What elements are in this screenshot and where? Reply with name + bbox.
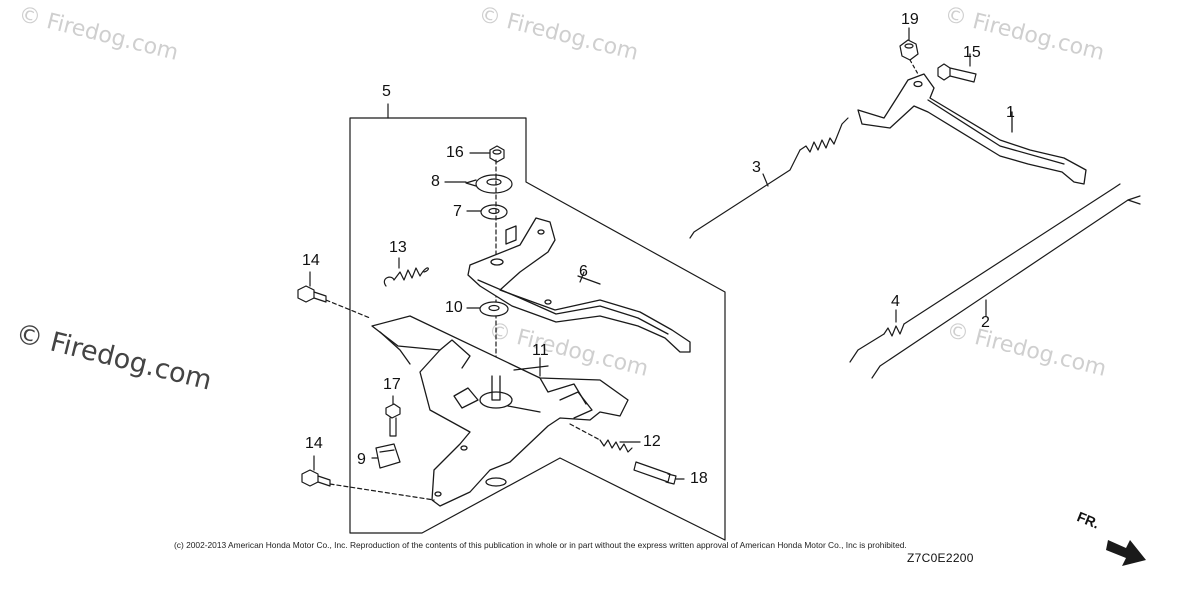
callout-9: 9 — [357, 451, 366, 468]
callout-2: 2 — [981, 314, 990, 331]
bolt-14-lower — [301, 455, 435, 501]
lever-6 — [467, 217, 691, 353]
leader-6 — [579, 271, 585, 283]
bolt-15 — [937, 53, 977, 83]
bolt-14-upper — [297, 271, 371, 319]
washer-7 — [466, 204, 508, 220]
callout-13: 13 — [389, 239, 407, 256]
callout-14-lower: 14 — [305, 435, 323, 452]
front-arrow-icon — [1106, 540, 1146, 566]
clip-9 — [371, 443, 401, 469]
callout-1: 1 — [1006, 104, 1015, 121]
rod-2 — [871, 195, 1141, 379]
callout-5: 5 — [382, 83, 391, 100]
spring-12 — [569, 423, 641, 453]
callout-7: 7 — [453, 203, 462, 220]
spring-13 — [383, 257, 429, 287]
callout-6: 6 — [579, 263, 588, 280]
bolt-17 — [385, 395, 401, 437]
callout-16: 16 — [446, 144, 464, 161]
callout-17: 17 — [383, 376, 401, 393]
lever-1 — [857, 73, 1087, 185]
callout-14-upper: 14 — [302, 252, 320, 269]
washer-8 — [444, 174, 513, 194]
rod-3 — [689, 117, 849, 239]
callout-18: 18 — [690, 470, 708, 487]
callout-3: 3 — [752, 159, 761, 176]
callout-12: 12 — [643, 433, 661, 450]
rod-4 — [849, 183, 1121, 363]
callout-11: 11 — [532, 342, 549, 359]
callout-4: 4 — [891, 293, 900, 310]
callout-8: 8 — [431, 173, 440, 190]
washer-10 — [466, 301, 509, 317]
bolt-18 — [633, 461, 685, 485]
diagram-code: Z7C0E2200 — [907, 551, 974, 565]
assembly-boundary — [349, 117, 726, 541]
callout-19: 19 — [901, 11, 919, 28]
nut-19 — [899, 27, 919, 75]
bracket-11 — [371, 315, 629, 507]
callout-10: 10 — [445, 299, 463, 316]
callout-15: 15 — [963, 44, 981, 61]
nut-16 — [469, 145, 505, 163]
copyright-notice: (c) 2002-2013 American Honda Motor Co., … — [174, 540, 907, 550]
